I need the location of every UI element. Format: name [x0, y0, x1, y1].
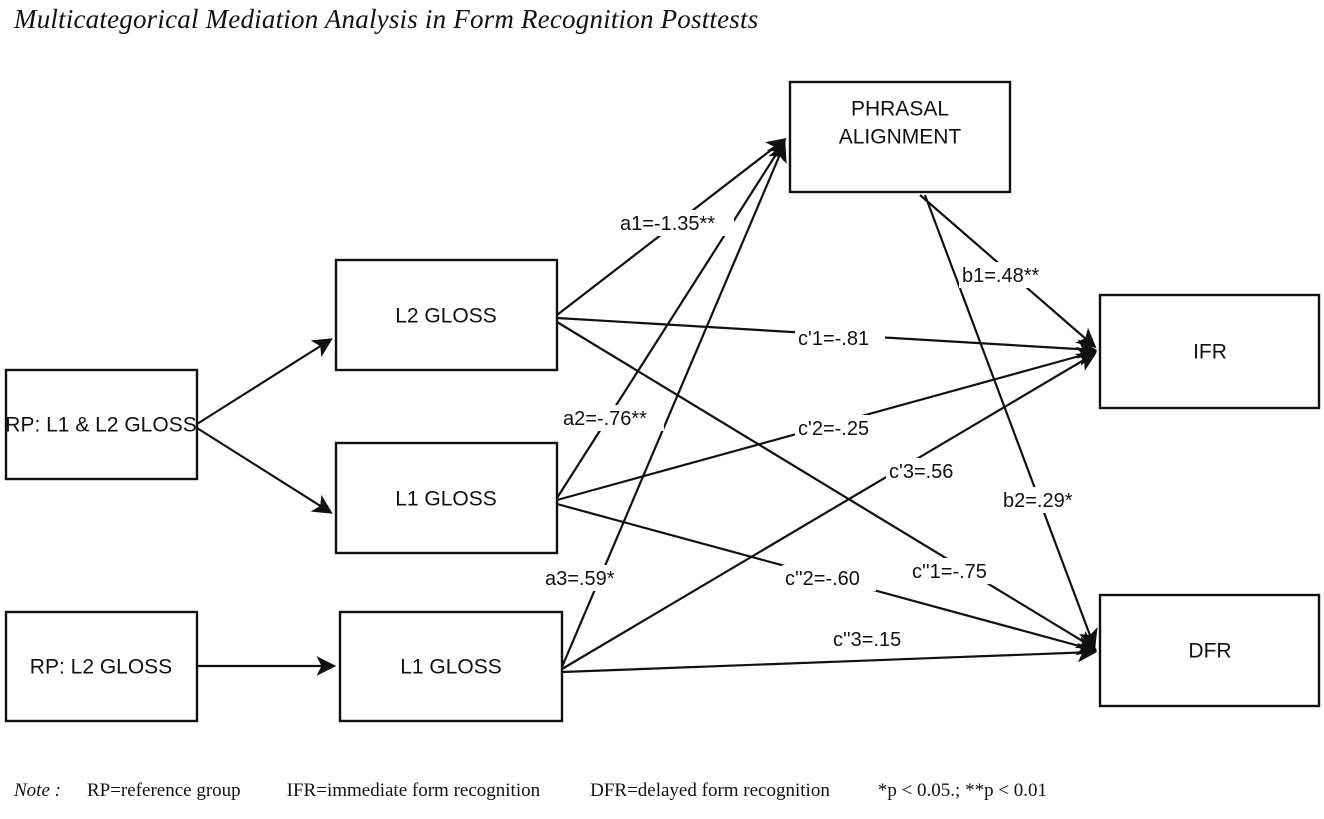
note-dfr: DFR=delayed form recognition — [590, 780, 830, 801]
path-label-cprime2: c'2=-.25 — [795, 415, 885, 441]
edge-a2 — [556, 139, 786, 499]
edge-cprime3 — [561, 352, 1097, 670]
node-rp-l1-l2-gloss: RP: L1 & L2 GLOSS — [4, 368, 199, 481]
node-label-phrasal-line1: PHRASAL — [851, 98, 949, 121]
path-label-b2: b2=.29* — [1000, 487, 1082, 513]
node-label-rp-l2-gloss: RP: L2 GLOSS — [30, 656, 172, 679]
node-label-l2-gloss: L2 GLOSS — [395, 305, 497, 328]
path-label-cprime3: c'3=.56 — [886, 458, 964, 484]
path-label-a3: a3=.59* — [542, 565, 630, 591]
path-label-b1-text: b1=.48** — [962, 265, 1040, 287]
path-label-cdprime1-text: c''1=-.75 — [912, 561, 987, 583]
node-label-rp-l1-l2-gloss: RP: L1 & L2 GLOSS — [5, 414, 196, 437]
path-label-cprime3-text: c'3=.56 — [889, 461, 953, 483]
node-l2-gloss: L2 GLOSS — [334, 258, 559, 372]
node-label-phrasal-line2: ALIGNMENT — [839, 126, 962, 149]
node-label-l1-gloss-middle: L1 GLOSS — [395, 488, 497, 511]
edge-rp1-to-l2gloss — [196, 338, 333, 425]
path-label-a2: a2=-.76** — [560, 405, 664, 431]
path-label-b1: b1=.48** — [959, 262, 1051, 288]
path-label-a2-text: a2=-.76** — [563, 408, 647, 430]
path-label-a3-text: a3=.59* — [545, 568, 615, 590]
path-label-cdprime2: c''2=-.60 — [782, 565, 876, 591]
edge-cdprime1 — [556, 321, 1097, 650]
note-ifr: IFR=immediate form recognition — [286, 780, 541, 801]
node-label-l1-gloss-bottom: L1 GLOSS — [400, 656, 502, 679]
note-rp: RP=reference group — [86, 780, 241, 801]
node-ifr: IFR — [1098, 293, 1321, 410]
edge-cdprime3 — [561, 642, 1098, 674]
note-label: Note : — [14, 780, 61, 801]
node-rp-l2-gloss: RP: L2 GLOSS — [4, 610, 199, 723]
figure-note: Note : RP=reference group IFR=immediate fo… — [14, 780, 1324, 802]
path-label-cdprime3-text: c''3=.15 — [833, 629, 901, 651]
node-label-ifr: IFR — [1193, 341, 1227, 364]
page-title: Multicategorical Mediation Analysis in F… — [14, 4, 759, 34]
path-label-cdprime2-text: c''2=-.60 — [785, 568, 860, 590]
path-label-cprime1-text: c'1=-.81 — [798, 328, 869, 350]
edge-b2 — [923, 194, 1098, 650]
path-label-cprime2-text: c'2=-.25 — [798, 418, 869, 440]
node-label-dfr: DFR — [1188, 640, 1231, 663]
path-label-cdprime3: c''3=.15 — [830, 626, 914, 652]
edge-rp1-to-l1gloss-mid — [196, 427, 333, 514]
node-l1-gloss-middle: L1 GLOSS — [334, 441, 559, 555]
mediation-path-diagram: PHRASAL ALIGNMENT L2 GLOSS L1 GLOSS RP: … — [4, 80, 1321, 723]
node-dfr: DFR — [1098, 593, 1321, 708]
note-significance: *p < 0.05.; **p < 0.01 — [877, 780, 1048, 801]
path-label-cdprime1: c''1=-.75 — [909, 558, 1001, 584]
path-label-cprime1: c'1=-.81 — [795, 325, 885, 351]
path-label-b2-text: b2=.29* — [1003, 490, 1073, 512]
path-label-a1: a1=-1.35** — [616, 210, 734, 236]
node-l1-gloss-bottom: L1 GLOSS — [338, 610, 564, 723]
path-label-a1-text: a1=-1.35** — [620, 213, 715, 235]
node-phrasal-alignment: PHRASAL ALIGNMENT — [788, 80, 1012, 194]
